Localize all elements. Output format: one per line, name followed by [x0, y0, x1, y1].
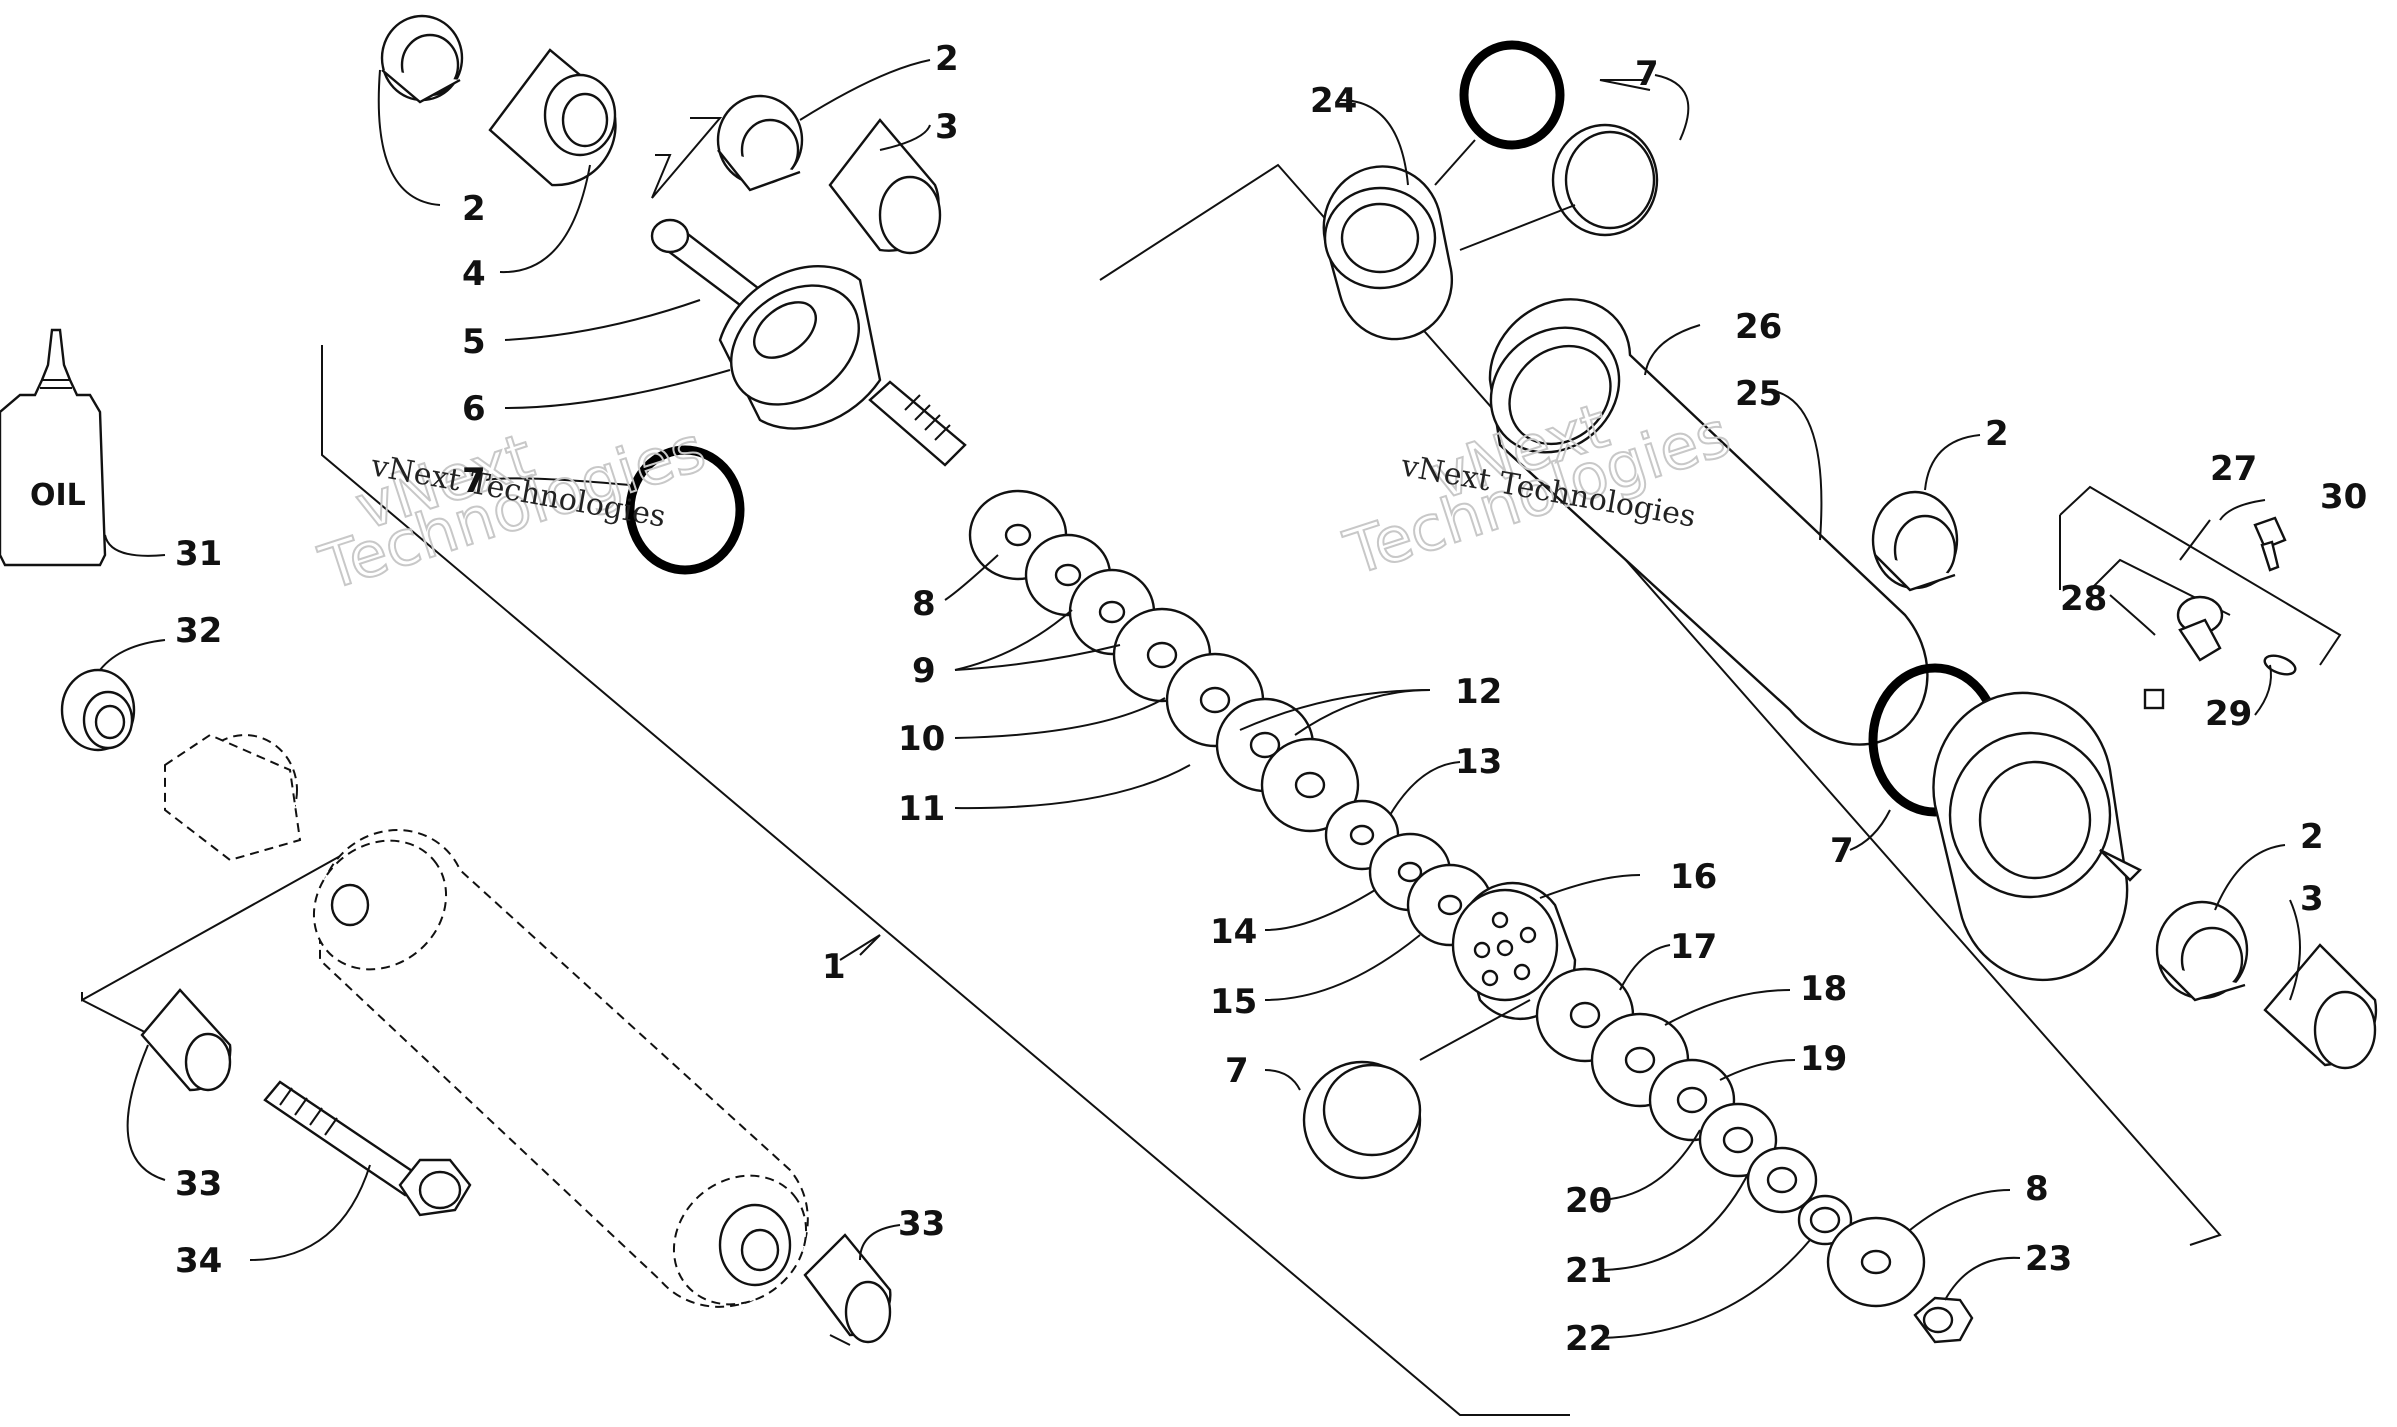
callout-18: 18	[1800, 969, 1847, 1009]
leader-lines	[99, 59, 2301, 1346]
callout-14: 14	[1210, 912, 1257, 952]
callout-13: 13	[1455, 742, 1502, 782]
assembly-1-bracket	[321, 345, 1570, 1416]
callout-3: 3	[935, 107, 959, 147]
callout-7: 7	[462, 461, 486, 501]
eyelet-sleeve	[488, 48, 617, 187]
callout-11: 11	[898, 789, 945, 829]
piston-band	[1302, 1060, 1422, 1180]
callout-20: 20	[1565, 1181, 1612, 1221]
seal-head-cylinder	[718, 265, 882, 430]
callout-6: 6	[462, 389, 486, 429]
callout-21: 21	[1565, 1251, 1612, 1291]
spacer-sleeve-top	[828, 118, 942, 255]
lock-nut	[1913, 1296, 1974, 1344]
shock-body-ghost	[164, 733, 809, 1308]
o-ring-bold-left	[625, 445, 745, 575]
backup-ring-top	[1551, 123, 1659, 237]
lower-bracket	[81, 844, 361, 1051]
spacer-sleeve-lower-left	[140, 988, 232, 1092]
bottom-cap-bushing	[60, 668, 136, 752]
watermark-left: vNext Technologies vNext Technologies	[310, 411, 714, 606]
callout-19: 19	[1800, 1039, 1847, 1079]
callout-12: 12	[1455, 672, 1502, 712]
oil-bottle: OIL	[0, 328, 107, 567]
callout-1: 1	[822, 947, 846, 987]
callout-28: 28	[2060, 579, 2107, 619]
callout-17: 17	[1670, 927, 1717, 967]
spacer-sleeve-right	[2263, 943, 2378, 1070]
callout-9: 9	[912, 651, 936, 691]
callout-25: 25	[1735, 374, 1782, 414]
lower-eye-bushing-right	[2155, 900, 2249, 1002]
fitting-bolt	[2253, 516, 2287, 572]
callout-8: 8	[2025, 1169, 2049, 1209]
callout-2: 2	[935, 39, 959, 79]
valve-fitting	[2143, 595, 2224, 710]
reservoir-bracket	[1099, 163, 2222, 1246]
callout-2: 2	[1985, 414, 2009, 454]
o-ring-bold-top	[1459, 40, 1565, 150]
spacer-sleeve-lower-right	[803, 1233, 892, 1344]
callout-31: 31	[175, 534, 222, 574]
eyelet-bracket	[651, 117, 723, 199]
eyelet-bushing-right	[716, 94, 804, 192]
callout-3: 3	[2300, 879, 2324, 919]
callout-2: 2	[462, 189, 486, 229]
callout-2: 2	[2300, 817, 2324, 857]
reservoir-body	[1488, 298, 1929, 746]
callout-33: 33	[175, 1164, 222, 1204]
callout-33: 33	[898, 1204, 945, 1244]
shim-stack-upper	[968, 489, 1494, 947]
callout-27: 27	[2210, 449, 2257, 489]
mounting-bolt	[263, 1080, 472, 1217]
callout-labels: 2 3 2 4 5 6 7 8 9 10 11 12 13 14 15 16 1…	[175, 39, 2367, 1359]
callout-16: 16	[1670, 857, 1717, 897]
callout-7: 7	[1635, 54, 1659, 94]
callout-22: 22	[1565, 1319, 1612, 1359]
reservoir-bushing	[1871, 490, 1959, 592]
callout-4: 4	[462, 254, 486, 294]
callout-8: 8	[912, 584, 936, 624]
callout-10: 10	[898, 719, 945, 759]
shim-stack-lower	[1535, 967, 1926, 1308]
callout-29: 29	[2205, 694, 2252, 734]
oil-bottle-label: OIL	[30, 478, 86, 513]
callout-5: 5	[462, 322, 486, 362]
callout-7: 7	[1830, 831, 1854, 871]
callout-26: 26	[1735, 307, 1782, 347]
eyelet-bushing-left	[380, 14, 464, 104]
valve-o-ring	[2263, 654, 2297, 676]
callout-32: 32	[175, 611, 222, 651]
reservoir-end-cap	[1322, 165, 1454, 341]
reservoir-head	[1932, 691, 2143, 982]
callout-7: 7	[1225, 1051, 1249, 1091]
callout-30: 30	[2320, 477, 2367, 517]
piston	[1451, 881, 1577, 1020]
callout-24: 24	[1310, 81, 1357, 121]
callout-23: 23	[2025, 1239, 2072, 1279]
callout-34: 34	[175, 1241, 222, 1281]
callout-15: 15	[1210, 982, 1257, 1022]
